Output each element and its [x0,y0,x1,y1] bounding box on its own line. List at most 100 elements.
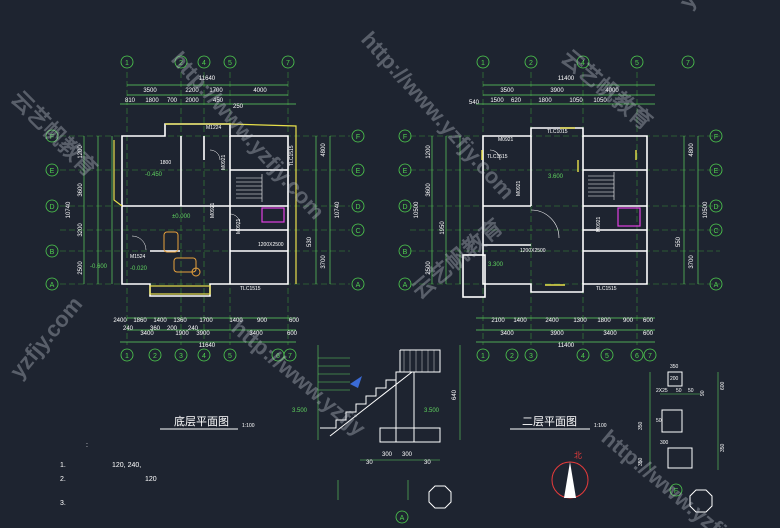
axis-label: 3 [529,353,533,360]
elevation-mark: 3.300 [488,262,504,268]
axis-label: 4 [202,353,206,360]
axis-label: E [50,168,55,175]
dim-left: 3200 [78,223,84,237]
dim-bottom: 3900 [550,331,564,337]
corner-detail: 350 200 2X25 50 50 90 50 300 350 350 600… [638,364,726,497]
axis-label: D [402,204,407,211]
axis-label: C [713,228,718,235]
overall-width-bottom: 11640 [199,343,216,349]
axis-label: A [403,282,408,289]
window-label: TLC1515 [596,286,617,292]
axis-label: B [403,249,408,256]
dim-right: 3700 [321,255,327,269]
dim-top: 3900 [550,88,564,94]
dim-top: 1800 [538,98,552,104]
axis-label: 5 [635,60,639,67]
dim-top: 1800 [145,98,159,104]
window-label: TLC1515 [289,145,295,166]
dim-left: 3600 [78,183,84,197]
axis-label: 2 [510,353,514,360]
note-text: 120, 240, [112,462,141,469]
section-dim: 300 [402,452,413,458]
dim-top: 2000 [185,98,199,104]
dim-bottom: 360 [150,326,161,332]
dim-bottom: 3400 [500,331,514,337]
detail-dim: 50 [676,388,682,394]
dim-right-total: 10500 [703,201,709,218]
door-label: M1524 [130,254,146,260]
note-number: 1. [60,462,66,469]
detail-dim: 50 [688,388,694,394]
dim-top: 3500 [500,88,514,94]
axis-label: 4 [581,353,585,360]
second-floor-plan: 11400 3500 3900 4000 540 1500 620 1800 1… [398,55,723,362]
dim-top: 1500 [490,98,504,104]
door-label: M0921 [498,137,514,143]
dim-label: 1800 [160,160,171,166]
detail-dim: 300 [660,440,669,446]
window-label: TLC1515 [240,286,261,292]
dim-left: 1950 [440,221,446,235]
dim-right: 530 [307,236,313,247]
detail-dim: 90 [700,390,706,396]
detail-dim: 350 [638,421,644,430]
axis-label: F [50,134,54,141]
note-number: 2. [60,476,66,483]
dim-bottom: 1400 [153,318,167,324]
north-arrow: 北 [551,451,589,499]
title-scale: 1:100 [594,423,607,429]
axis-label: 7 [648,353,652,360]
title-ground-floor: 底层平面图 [174,414,229,428]
dim-bottom: 2100 [491,318,505,324]
dim-bottom: 600 [289,318,300,324]
dim-left: 2500 [78,261,84,275]
dim-top: 540 [469,100,480,106]
dim-top: 1700 [209,88,223,94]
octagon-symbol [428,485,713,513]
dim-top: 3500 [143,88,157,94]
door-label: M1224 [206,125,222,131]
overall-width: 11640 [199,76,216,82]
window-label: TLC1015 [547,129,568,135]
detail-dim: 350 [670,364,679,370]
dim-top: 4000 [253,88,267,94]
dim-bottom: 1300 [573,318,587,324]
dim-bottom: 1900 [175,331,189,337]
axis-label: D [49,204,54,211]
axis-label: 7 [286,60,290,67]
dim-right: 4800 [321,143,327,157]
dim-bottom: 1700 [199,318,213,324]
axis-label: D [355,204,360,211]
dim-bottom: 240 [188,326,199,332]
dim-right: 3700 [689,255,695,269]
axis-label: 2 [153,353,157,360]
note-number: 3. [60,500,66,507]
axis-label: C [355,228,360,235]
axis-label: E [714,168,719,175]
stair-section: 3.500 3.500 300 300 30 30 640 A [292,345,461,524]
axis-label: F [356,134,360,141]
overall-width: 11400 [558,76,575,82]
elevation-mark: -0.600 [90,264,108,270]
axis-label: 1 [125,60,129,67]
dim-bottom: 600 [643,318,654,324]
axis-label: A [714,282,719,289]
north-label: 北 [574,451,582,460]
dim-top: 250 [233,104,244,110]
dim-left-total: 10500 [414,201,420,218]
dim-top: 1050 [569,98,583,104]
section-dim: 300 [382,452,393,458]
section-marker [350,376,362,388]
dim-left-total: 10740 [66,201,72,218]
axis-label: A [400,515,405,522]
dim-top: 810 [125,98,136,104]
axis-label: E [403,168,408,175]
axis-label: 6 [635,353,639,360]
dim-bottom: 600 [287,331,298,337]
dim-bottom: 200 [167,326,178,332]
dim-bottom: 3400 [140,331,154,337]
plan-titles: 底层平面图 1:100 二层平面图 1:100 [160,414,607,430]
door-label: M0921 [210,202,216,218]
dim-top: 620 [511,98,522,104]
